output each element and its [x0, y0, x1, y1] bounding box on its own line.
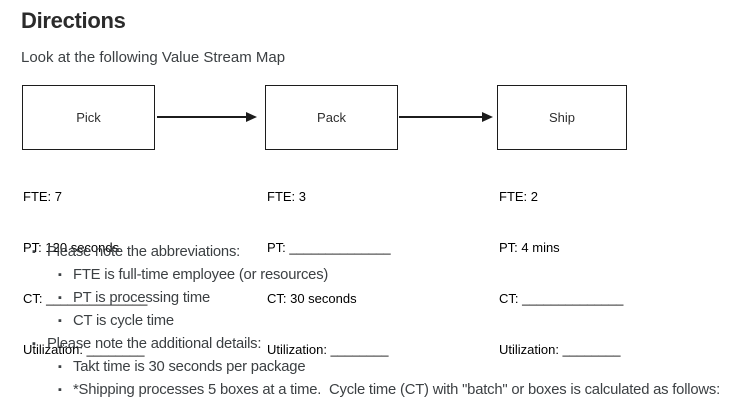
stat-line: PT: 4 mins — [499, 240, 560, 255]
note-item: ▪ Please note the additional details: — [0, 333, 747, 356]
bullet-square-icon: ▪ — [58, 384, 62, 396]
note-text: FTE is full-time employee (or resources) — [73, 267, 329, 283]
stat-line: FTE: 2 — [499, 189, 539, 204]
bullet-square-icon: ▪ — [32, 246, 36, 258]
stat-line: CT: 30 seconds — [267, 291, 357, 306]
bullet-square-icon: ▪ — [32, 338, 36, 350]
note-item: ▪ PT is processing time — [0, 287, 747, 310]
note-text: Takt time is 30 seconds per package — [73, 359, 306, 375]
note-text: Please note the abbreviations: — [47, 244, 241, 260]
page-title: Directions — [21, 8, 126, 33]
vsm-box-ship-label: Ship — [548, 110, 576, 125]
arrow-pick-to-pack-icon — [157, 112, 257, 122]
vsm-box-pack-label: Pack — [317, 110, 346, 125]
bullet-square-icon: ▪ — [58, 315, 62, 327]
stat-line: Utilization: ________ — [267, 342, 389, 357]
vsm-stats-pack: FTE: 3 PT: ______________ CT: 30 seconds… — [267, 154, 391, 375]
note-text: *Shipping processes 5 boxes at a time. C… — [73, 382, 721, 398]
stat-line: CT: ______________ — [23, 291, 148, 306]
bullet-square-icon: ▪ — [58, 292, 62, 304]
note-item: ▪ Please note the abbreviations: — [0, 241, 747, 264]
stat-line: PT: ______________ — [267, 240, 391, 255]
vsm-box-pick: Pick — [22, 85, 155, 150]
bullet-square-icon: ▪ — [58, 361, 62, 373]
arrow-pack-to-ship-icon — [399, 112, 493, 122]
stat-line: Utilization: ________ — [23, 342, 145, 357]
vsm-box-pack: Pack — [265, 85, 398, 150]
vsm-box-ship: Ship — [497, 85, 627, 150]
stat-line: PT: 120 seconds — [23, 240, 120, 255]
bullet-square-icon: ▪ — [58, 269, 62, 281]
note-item: ▪ Takt time is 30 seconds per package — [0, 356, 747, 379]
note-item: ▪ FTE is full-time employee (or resource… — [0, 264, 747, 287]
stat-line: FTE: 7 — [23, 189, 63, 204]
note-text: Please note the additional details: — [47, 336, 262, 352]
stat-line: Utilization: ________ — [499, 342, 621, 357]
note-text: PT is processing time — [73, 290, 210, 306]
vsm-stats-ship: FTE: 2 PT: 4 mins CT: ______________ Uti… — [499, 154, 623, 375]
vsm-box-pick-label: Pick — [76, 110, 101, 125]
stat-line: CT: ______________ — [499, 291, 624, 306]
notes-list: ▪ Please note the abbreviations: ▪ FTE i… — [0, 241, 747, 402]
note-item: ▪ CT is cycle time — [0, 310, 747, 333]
stat-line: FTE: 3 — [267, 189, 307, 204]
vsm-stats-pick: FTE: 7 PT: 120 seconds CT: _____________… — [23, 154, 147, 375]
note-text: CT is cycle time — [73, 313, 174, 329]
page-subtitle: Look at the following Value Stream Map — [21, 49, 286, 66]
note-item: ▪ *Shipping processes 5 boxes at a time.… — [0, 379, 747, 402]
